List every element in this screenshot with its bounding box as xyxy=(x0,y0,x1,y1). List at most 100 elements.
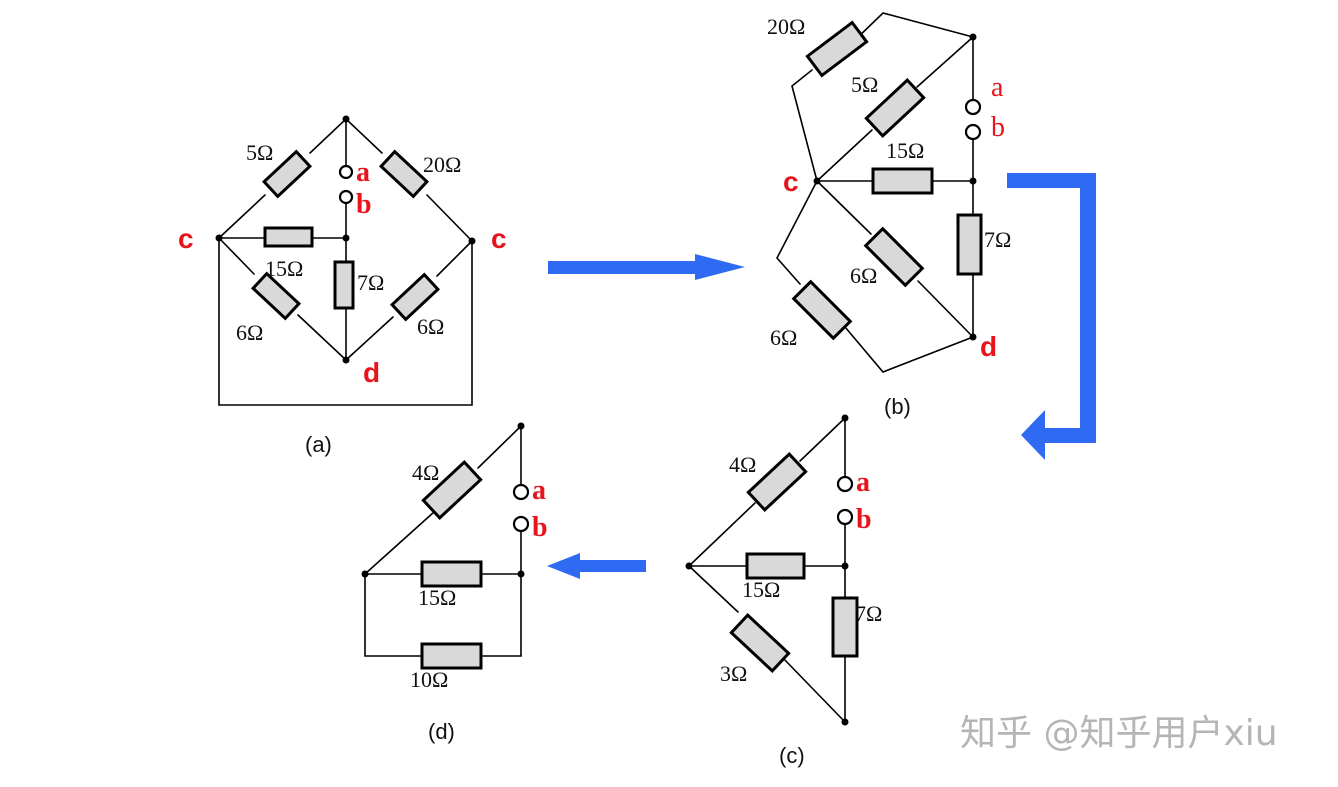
resistor-label: 10Ω xyxy=(410,667,448,692)
resistor-20ohm xyxy=(805,20,869,78)
circuit-d: 4Ω 15Ω 10Ω a b (d) xyxy=(361,422,548,744)
node-d xyxy=(969,333,977,341)
wire xyxy=(816,129,873,182)
resistor-label: 7Ω xyxy=(855,601,882,626)
wire xyxy=(791,69,818,182)
wire xyxy=(480,573,522,657)
resistor-label: 15Ω xyxy=(418,585,456,610)
node-label-c: c xyxy=(491,223,507,254)
wire xyxy=(364,573,423,657)
wire xyxy=(309,118,347,154)
resistor-4ohm xyxy=(746,452,808,512)
node-label-d: d xyxy=(980,331,997,362)
wire xyxy=(776,180,818,285)
resistor-label: 5Ω xyxy=(246,140,273,165)
node-mid xyxy=(841,562,849,570)
terminal-label-b: b xyxy=(532,512,548,543)
wire xyxy=(844,326,974,373)
node-c-right xyxy=(468,237,476,245)
terminal-b xyxy=(512,515,530,533)
wire xyxy=(436,240,473,277)
wire xyxy=(781,656,846,723)
node-c xyxy=(813,177,821,185)
watermark: 知乎 @知乎用户xiu xyxy=(960,713,1278,754)
resistor-6ohm-left xyxy=(250,271,302,321)
wire xyxy=(218,194,266,239)
wire xyxy=(345,118,383,154)
terminal-b xyxy=(964,123,982,141)
node-d xyxy=(342,356,350,364)
terminal-label-a: a xyxy=(532,475,546,506)
node-bottom xyxy=(841,718,849,726)
wire xyxy=(917,280,974,338)
terminal-b xyxy=(338,189,354,205)
terminal-a xyxy=(964,98,982,116)
wire xyxy=(477,425,522,469)
resistor-label: 4Ω xyxy=(412,460,439,485)
resistor-7ohm xyxy=(333,260,355,310)
resistor-15ohm xyxy=(745,552,806,580)
terminal-a xyxy=(512,483,530,501)
resistor-15ohm xyxy=(263,226,314,248)
caption-c: (c) xyxy=(779,743,805,768)
arrow-right-icon xyxy=(548,254,745,280)
resistor-label: 6Ω xyxy=(770,325,797,350)
caption-a: (a) xyxy=(305,432,332,457)
circuit-b: 20Ω 5Ω 15Ω 7Ω 6Ω 6Ω c d a b (b) xyxy=(767,12,1011,419)
resistor-20ohm xyxy=(378,149,430,199)
resistor-4ohm xyxy=(421,460,483,520)
resistor-label: 15Ω xyxy=(265,256,303,281)
caption-d: (d) xyxy=(428,719,455,744)
resistor-6ohm-outer xyxy=(791,279,853,341)
node-mid xyxy=(969,177,977,185)
resistor-6ohm-inner xyxy=(863,226,925,288)
wire xyxy=(345,316,394,361)
resistor-label: 4Ω xyxy=(729,452,756,477)
node-mid xyxy=(342,234,350,242)
wire xyxy=(688,565,739,613)
resistor-label: 20Ω xyxy=(423,152,461,177)
terminal-label-a: a xyxy=(856,467,870,498)
terminal-label-b: b xyxy=(356,189,372,220)
resistor-label: 7Ω xyxy=(357,270,384,295)
resistor-3ohm xyxy=(729,613,791,673)
node-mid xyxy=(517,570,525,578)
resistor-15ohm xyxy=(871,167,934,195)
resistor-6ohm-right xyxy=(389,272,441,322)
wire xyxy=(816,180,872,235)
wire-outer-loop xyxy=(218,237,473,406)
resistor-label: 3Ω xyxy=(720,661,747,686)
resistor-label: 20Ω xyxy=(767,14,805,39)
node-top xyxy=(517,422,525,430)
arrow-left-icon xyxy=(547,553,646,579)
wire xyxy=(688,502,756,567)
terminal-label-a: a xyxy=(356,157,370,188)
terminal-label-a: a xyxy=(991,72,1004,103)
resistor-15ohm xyxy=(420,560,483,588)
node-label-d: d xyxy=(363,357,380,388)
resistor-label: 15Ω xyxy=(886,138,924,163)
wire xyxy=(297,314,347,361)
resistor-5ohm xyxy=(261,149,313,199)
resistor-label: 6Ω xyxy=(417,314,444,339)
wire xyxy=(364,511,435,575)
wire xyxy=(799,417,846,462)
node-label-c: c xyxy=(178,223,194,254)
resistor-label: 6Ω xyxy=(236,320,263,345)
node-left xyxy=(361,570,369,578)
node-top xyxy=(969,33,977,41)
resistor-7ohm xyxy=(831,596,859,658)
resistor-7ohm xyxy=(956,213,983,276)
wire xyxy=(852,12,974,43)
node-top xyxy=(342,115,350,123)
node-top xyxy=(841,414,849,422)
resistor-10ohm xyxy=(420,642,483,670)
terminal-label-b: b xyxy=(991,112,1005,143)
wire xyxy=(426,194,473,242)
wire xyxy=(916,36,974,88)
terminal-b xyxy=(836,508,854,526)
resistor-label: 15Ω xyxy=(742,577,780,602)
circuit-c: 4Ω 15Ω 7Ω 3Ω a b (c) xyxy=(685,414,882,768)
caption-b: (b) xyxy=(884,394,911,419)
